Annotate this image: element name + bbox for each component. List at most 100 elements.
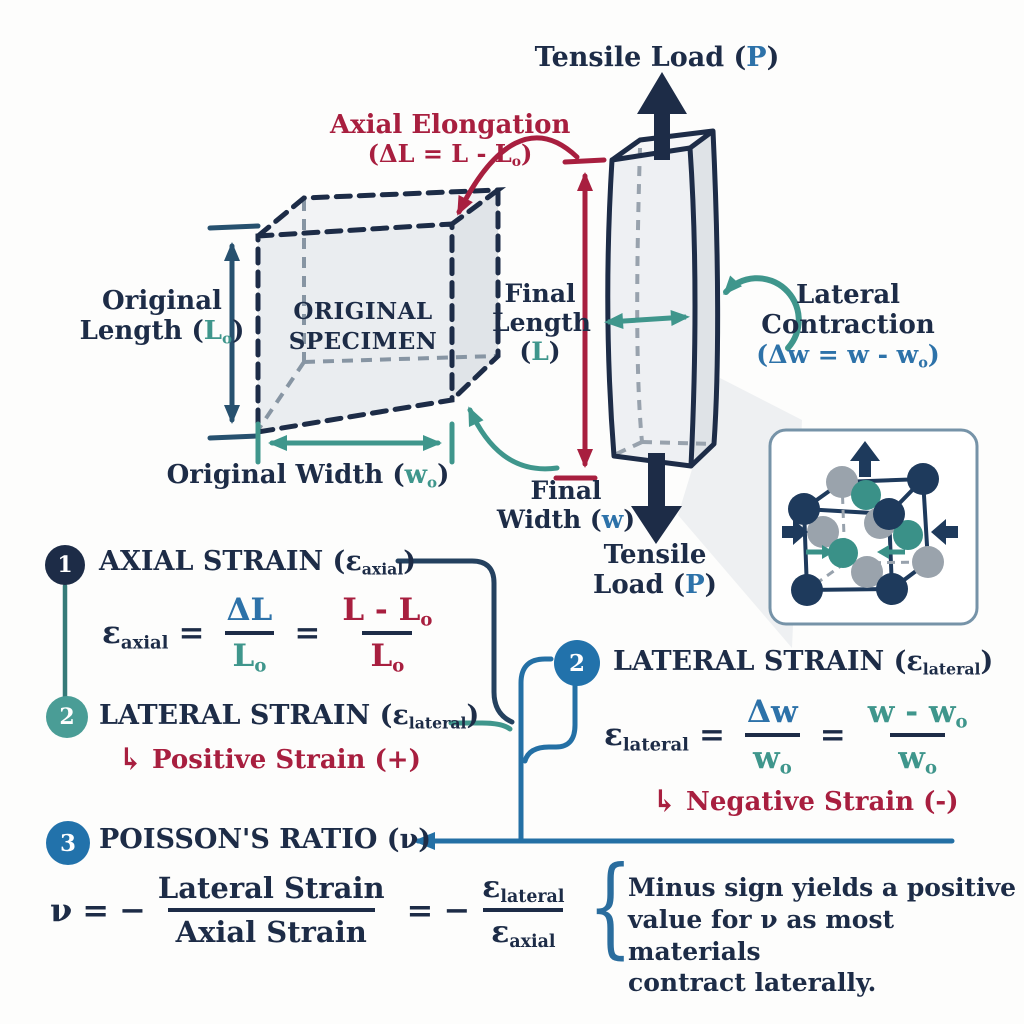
positive-strain-note: ↳Positive Strain (+) bbox=[118, 742, 421, 777]
subscript: lateral bbox=[622, 734, 689, 756]
equals-sign: = bbox=[294, 615, 321, 651]
epsilon-symbol: ε bbox=[392, 700, 409, 731]
label-text: Tensile Load ( bbox=[534, 42, 747, 73]
final-width-label: Final Width (w) bbox=[491, 476, 641, 534]
section-2-left-badge: 2 bbox=[46, 696, 88, 738]
denominator: Lo bbox=[224, 631, 275, 677]
original-length-dimension bbox=[207, 223, 261, 441]
numerator: L - Lo bbox=[334, 592, 440, 631]
flow-connectors bbox=[62, 558, 955, 850]
heading-text: ) bbox=[466, 700, 480, 731]
label-line: Lateral bbox=[795, 280, 901, 310]
axial-elongation-label: Axial Elongation (ΔL = L - Lo) bbox=[330, 110, 571, 169]
variable: L bbox=[232, 638, 255, 674]
label-text: ) bbox=[623, 505, 636, 534]
label-text: (Δw = w - w bbox=[756, 340, 919, 370]
final-length-dimension bbox=[553, 157, 607, 481]
subscript: axial bbox=[509, 932, 556, 953]
label-text: Width ( bbox=[496, 505, 602, 534]
variable-p: P bbox=[746, 42, 767, 73]
subscript: o bbox=[924, 757, 937, 779]
hook-arrow-icon: ↳ bbox=[652, 784, 678, 819]
label-line: Final bbox=[530, 476, 602, 505]
fraction: Δw wo bbox=[739, 694, 806, 777]
nu-symbol: ν bbox=[399, 824, 419, 855]
denominator: wo bbox=[890, 733, 945, 779]
badge-number: 1 bbox=[57, 552, 73, 578]
variable: w - w bbox=[867, 694, 956, 730]
numerator: w - wo bbox=[860, 694, 976, 733]
label-text: Length ( bbox=[79, 316, 204, 347]
formula-lhs: εaxial bbox=[102, 615, 169, 652]
subscript: lateral bbox=[922, 659, 981, 679]
lateral-contraction-label: Lateral Contraction (Δw = w - wo) bbox=[738, 280, 958, 372]
width-pointer-arrow bbox=[467, 406, 560, 472]
fraction: εlateral εaxial bbox=[474, 870, 572, 953]
fraction: Lateral Strain Axial Strain bbox=[150, 871, 393, 949]
note-line: value for ν as most materials bbox=[628, 904, 895, 966]
variable-p: P bbox=[685, 570, 705, 601]
axial-strain-heading: AXIAL STRAIN (εaxial) bbox=[99, 546, 416, 577]
subscript: lateral bbox=[408, 713, 467, 733]
label-text: ) bbox=[437, 460, 450, 490]
poissons-ratio-heading: POISSON'S RATIO (ν) bbox=[99, 824, 431, 855]
tensile-load-down-arrow bbox=[631, 453, 682, 544]
epsilon-symbol: ε bbox=[102, 615, 121, 651]
label-text: ( bbox=[519, 337, 532, 366]
equals-sign: = bbox=[699, 717, 725, 753]
section-3-badge: 3 bbox=[46, 821, 90, 865]
lateral-right-connector bbox=[522, 683, 578, 764]
lattice-atoms bbox=[788, 463, 944, 606]
trunk-connector bbox=[518, 656, 554, 844]
label-text: Load ( bbox=[593, 570, 686, 601]
label-line: Axial Elongation bbox=[330, 110, 571, 140]
lateral-strain-right-heading: LATERAL STRAIN (εlateral) bbox=[613, 646, 993, 677]
note-line: Minus sign yields a positive bbox=[628, 873, 1017, 902]
equals-sign: = bbox=[178, 615, 205, 651]
variable-l0: L bbox=[203, 316, 223, 347]
elongation-pointer-arrow bbox=[456, 135, 580, 216]
variable: w bbox=[898, 740, 925, 776]
epsilon-symbol: ε bbox=[491, 915, 510, 950]
label-line: Length bbox=[492, 308, 591, 337]
badge-number: 3 bbox=[59, 829, 76, 857]
heading-text: POISSON'S RATIO ( bbox=[99, 824, 400, 855]
heading-text: AXIAL STRAIN ( bbox=[99, 546, 346, 577]
bar-width-arrow bbox=[604, 309, 690, 330]
heading-text: LATERAL STRAIN ( bbox=[613, 646, 907, 677]
box-hidden-edges bbox=[256, 200, 497, 432]
variable: L bbox=[370, 638, 393, 674]
variable-w0: w bbox=[404, 460, 428, 490]
poisson-note: Minus sign yields a positive value for ν… bbox=[628, 872, 1024, 999]
lateral-strain-formula: εlateral = Δw wo = w - wo wo bbox=[604, 694, 980, 779]
original-width-dimension bbox=[255, 421, 455, 465]
equals-sign: = bbox=[819, 717, 846, 753]
subscript: axial bbox=[361, 559, 404, 579]
label-line: SPECIMEN bbox=[288, 327, 438, 355]
lateral-contraction-loop-arrow bbox=[723, 275, 802, 351]
variable: L - L bbox=[342, 592, 421, 628]
label-text: ) bbox=[704, 570, 717, 601]
tensile-load-bottom-label: Tensile Load (P) bbox=[580, 540, 730, 600]
label-line: Original bbox=[102, 286, 222, 316]
subscript: o bbox=[955, 711, 968, 733]
box-edges bbox=[255, 187, 507, 435]
numerator: Lateral Strain bbox=[157, 871, 385, 905]
subscript: o bbox=[254, 655, 267, 677]
label-text: (ΔL = L - L bbox=[367, 139, 512, 169]
label-text: ) bbox=[766, 42, 780, 73]
epsilon-symbol: ε bbox=[482, 870, 501, 905]
variable: w bbox=[753, 740, 780, 776]
subscript: o bbox=[392, 655, 405, 677]
heading-text: LATERAL STRAIN ( bbox=[99, 700, 393, 731]
label-text: ) bbox=[927, 340, 940, 370]
label-text: ) bbox=[548, 337, 561, 366]
final-specimen-bar bbox=[605, 128, 721, 469]
note-line: contract laterally. bbox=[628, 968, 877, 998]
fraction: w - wo wo bbox=[860, 694, 976, 779]
section-1-badge: 1 bbox=[45, 545, 85, 585]
note-brace: { bbox=[588, 843, 633, 971]
subscript: o bbox=[918, 354, 928, 372]
lattice-strain-arrows bbox=[782, 441, 958, 559]
